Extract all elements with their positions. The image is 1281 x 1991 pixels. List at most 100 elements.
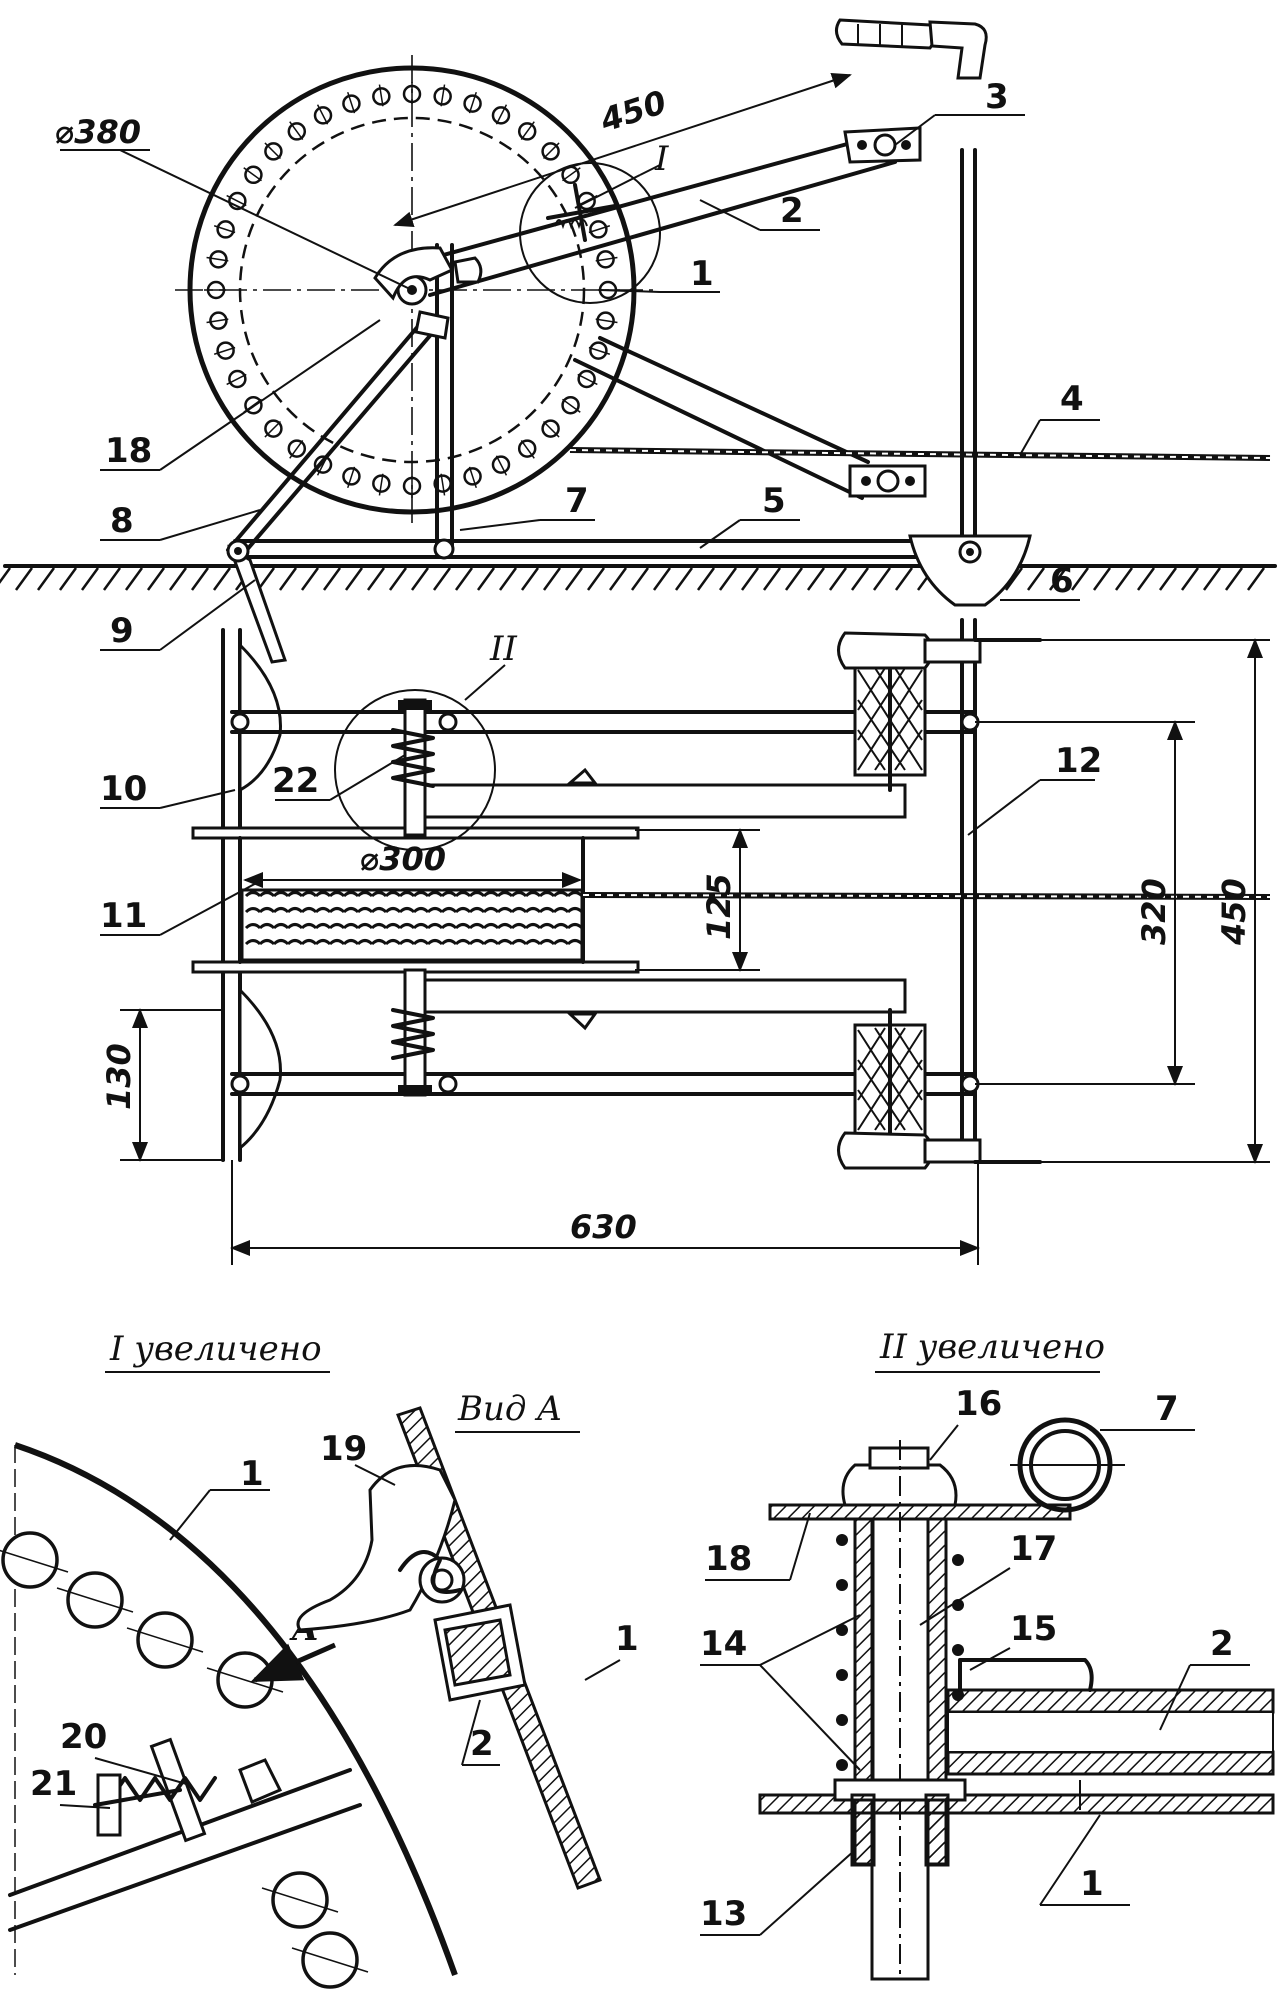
detail-1-title: I увеличено — [109, 1329, 322, 1369]
ground-hatch — [278, 567, 298, 591]
rope-coil — [412, 923, 430, 930]
rope-coil — [468, 907, 486, 914]
rope-coil — [244, 891, 262, 898]
ground-hatch — [36, 567, 56, 591]
rope-coil — [510, 907, 528, 914]
ground-hatch — [586, 567, 606, 591]
dimensions — [60, 73, 1270, 1265]
label-20: 20 — [60, 1717, 107, 1757]
rope-coil — [244, 923, 262, 930]
dim-450-side: 450 — [1215, 878, 1253, 946]
label-22: 22 — [272, 761, 319, 801]
wheel-hole-axis — [226, 373, 247, 386]
rope-coil — [398, 891, 416, 898]
ground-hatch — [696, 567, 716, 591]
ground-hatch — [872, 567, 892, 591]
ground-hatch — [806, 567, 826, 591]
wheel-hole-axis — [562, 398, 581, 413]
rope-coil — [566, 923, 584, 930]
ground-hatch — [564, 567, 584, 591]
label-4: 4 — [1060, 379, 1084, 419]
detail-circle-2[interactable] — [334, 689, 496, 851]
rope-coil — [426, 939, 444, 946]
label-2: 2 — [780, 191, 804, 231]
rope-coil — [328, 907, 346, 914]
ground-hatch — [102, 567, 122, 591]
ground-hatch — [498, 567, 518, 591]
ground-hatch — [1224, 567, 1244, 591]
rope-coil — [538, 891, 556, 898]
wheel-hole-axis — [378, 473, 384, 496]
ground-hatch — [476, 567, 496, 591]
label-1-view-a: 1 — [615, 1619, 639, 1659]
rope-coil — [342, 891, 360, 898]
rope-coil — [342, 907, 360, 914]
ratchet-hole-axis — [126, 1627, 204, 1653]
ground-hatch — [542, 567, 562, 591]
ground-hatch — [630, 567, 650, 591]
rope-coil — [258, 907, 276, 914]
rope-coil — [384, 891, 402, 898]
rope-coil — [286, 907, 304, 914]
ground-hatch — [1070, 567, 1090, 591]
rope-coil — [286, 923, 304, 930]
grip-top[interactable] — [837, 631, 1042, 670]
pawl[interactable] — [373, 246, 483, 301]
label-1: 1 — [690, 254, 714, 294]
rope-coil — [454, 891, 472, 898]
wheel-hole-axis — [206, 256, 229, 262]
label-2-view-a: 2 — [470, 1724, 494, 1764]
strut — [433, 243, 455, 560]
rope-coil — [328, 891, 346, 898]
wheel-hole-axis — [226, 194, 247, 207]
rope-coil — [482, 923, 500, 930]
cable — [569, 447, 1271, 461]
rope-coil — [258, 939, 276, 946]
ground-hatch — [1004, 567, 1024, 591]
label-9: 9 — [110, 611, 134, 651]
rope-coil — [426, 891, 444, 898]
wheel-hole-axis — [213, 225, 236, 234]
detail-2-title: II увеличено — [879, 1327, 1105, 1367]
ground-hatch — [850, 567, 870, 591]
rope-coil — [328, 939, 346, 946]
rope-coil — [482, 939, 500, 946]
ground-hatch — [740, 567, 760, 591]
rope-coil — [538, 923, 556, 930]
wheel-hole-axis — [206, 318, 229, 324]
label-13: 13 — [700, 1894, 747, 1934]
wheel-hole-axis — [468, 466, 477, 489]
lever-arm[interactable] — [416, 126, 922, 297]
grip-bottom[interactable] — [837, 1131, 1042, 1170]
rope-coil — [244, 939, 262, 946]
lever-arms-plan[interactable] — [423, 767, 907, 1031]
wheel-hole-axis — [347, 466, 356, 489]
leaders — [100, 114, 1100, 936]
rope-coil — [510, 923, 528, 930]
rope-coil — [272, 923, 290, 930]
rope-coil — [566, 907, 584, 914]
label-16: 16 — [955, 1384, 1002, 1424]
handle-grip[interactable] — [835, 18, 988, 80]
rope-coil — [566, 939, 584, 946]
rope-coil — [356, 891, 374, 898]
drum-wheel — [175, 55, 655, 525]
rope-coil — [314, 923, 332, 930]
view-a-title: Вид A — [457, 1389, 562, 1429]
label-2-detail: 2 — [1210, 1624, 1234, 1664]
ground-hatch — [762, 567, 782, 591]
ground-hatch — [1048, 567, 1068, 591]
pedal-bottom[interactable] — [853, 1008, 927, 1152]
pedal-top[interactable] — [853, 648, 927, 792]
rope-coil — [524, 907, 542, 914]
label-3: 3 — [985, 77, 1009, 117]
rope-coil — [524, 923, 542, 930]
ground-hatch — [718, 567, 738, 591]
dim-125: 125 — [700, 873, 738, 940]
ground-hatch — [300, 567, 320, 591]
rope-coil — [258, 923, 276, 930]
label-6: 6 — [1050, 561, 1074, 601]
rope-coil — [272, 939, 290, 946]
label-1-detail-2: 1 — [1080, 1864, 1104, 1904]
wheel-hole-axis — [243, 167, 262, 182]
